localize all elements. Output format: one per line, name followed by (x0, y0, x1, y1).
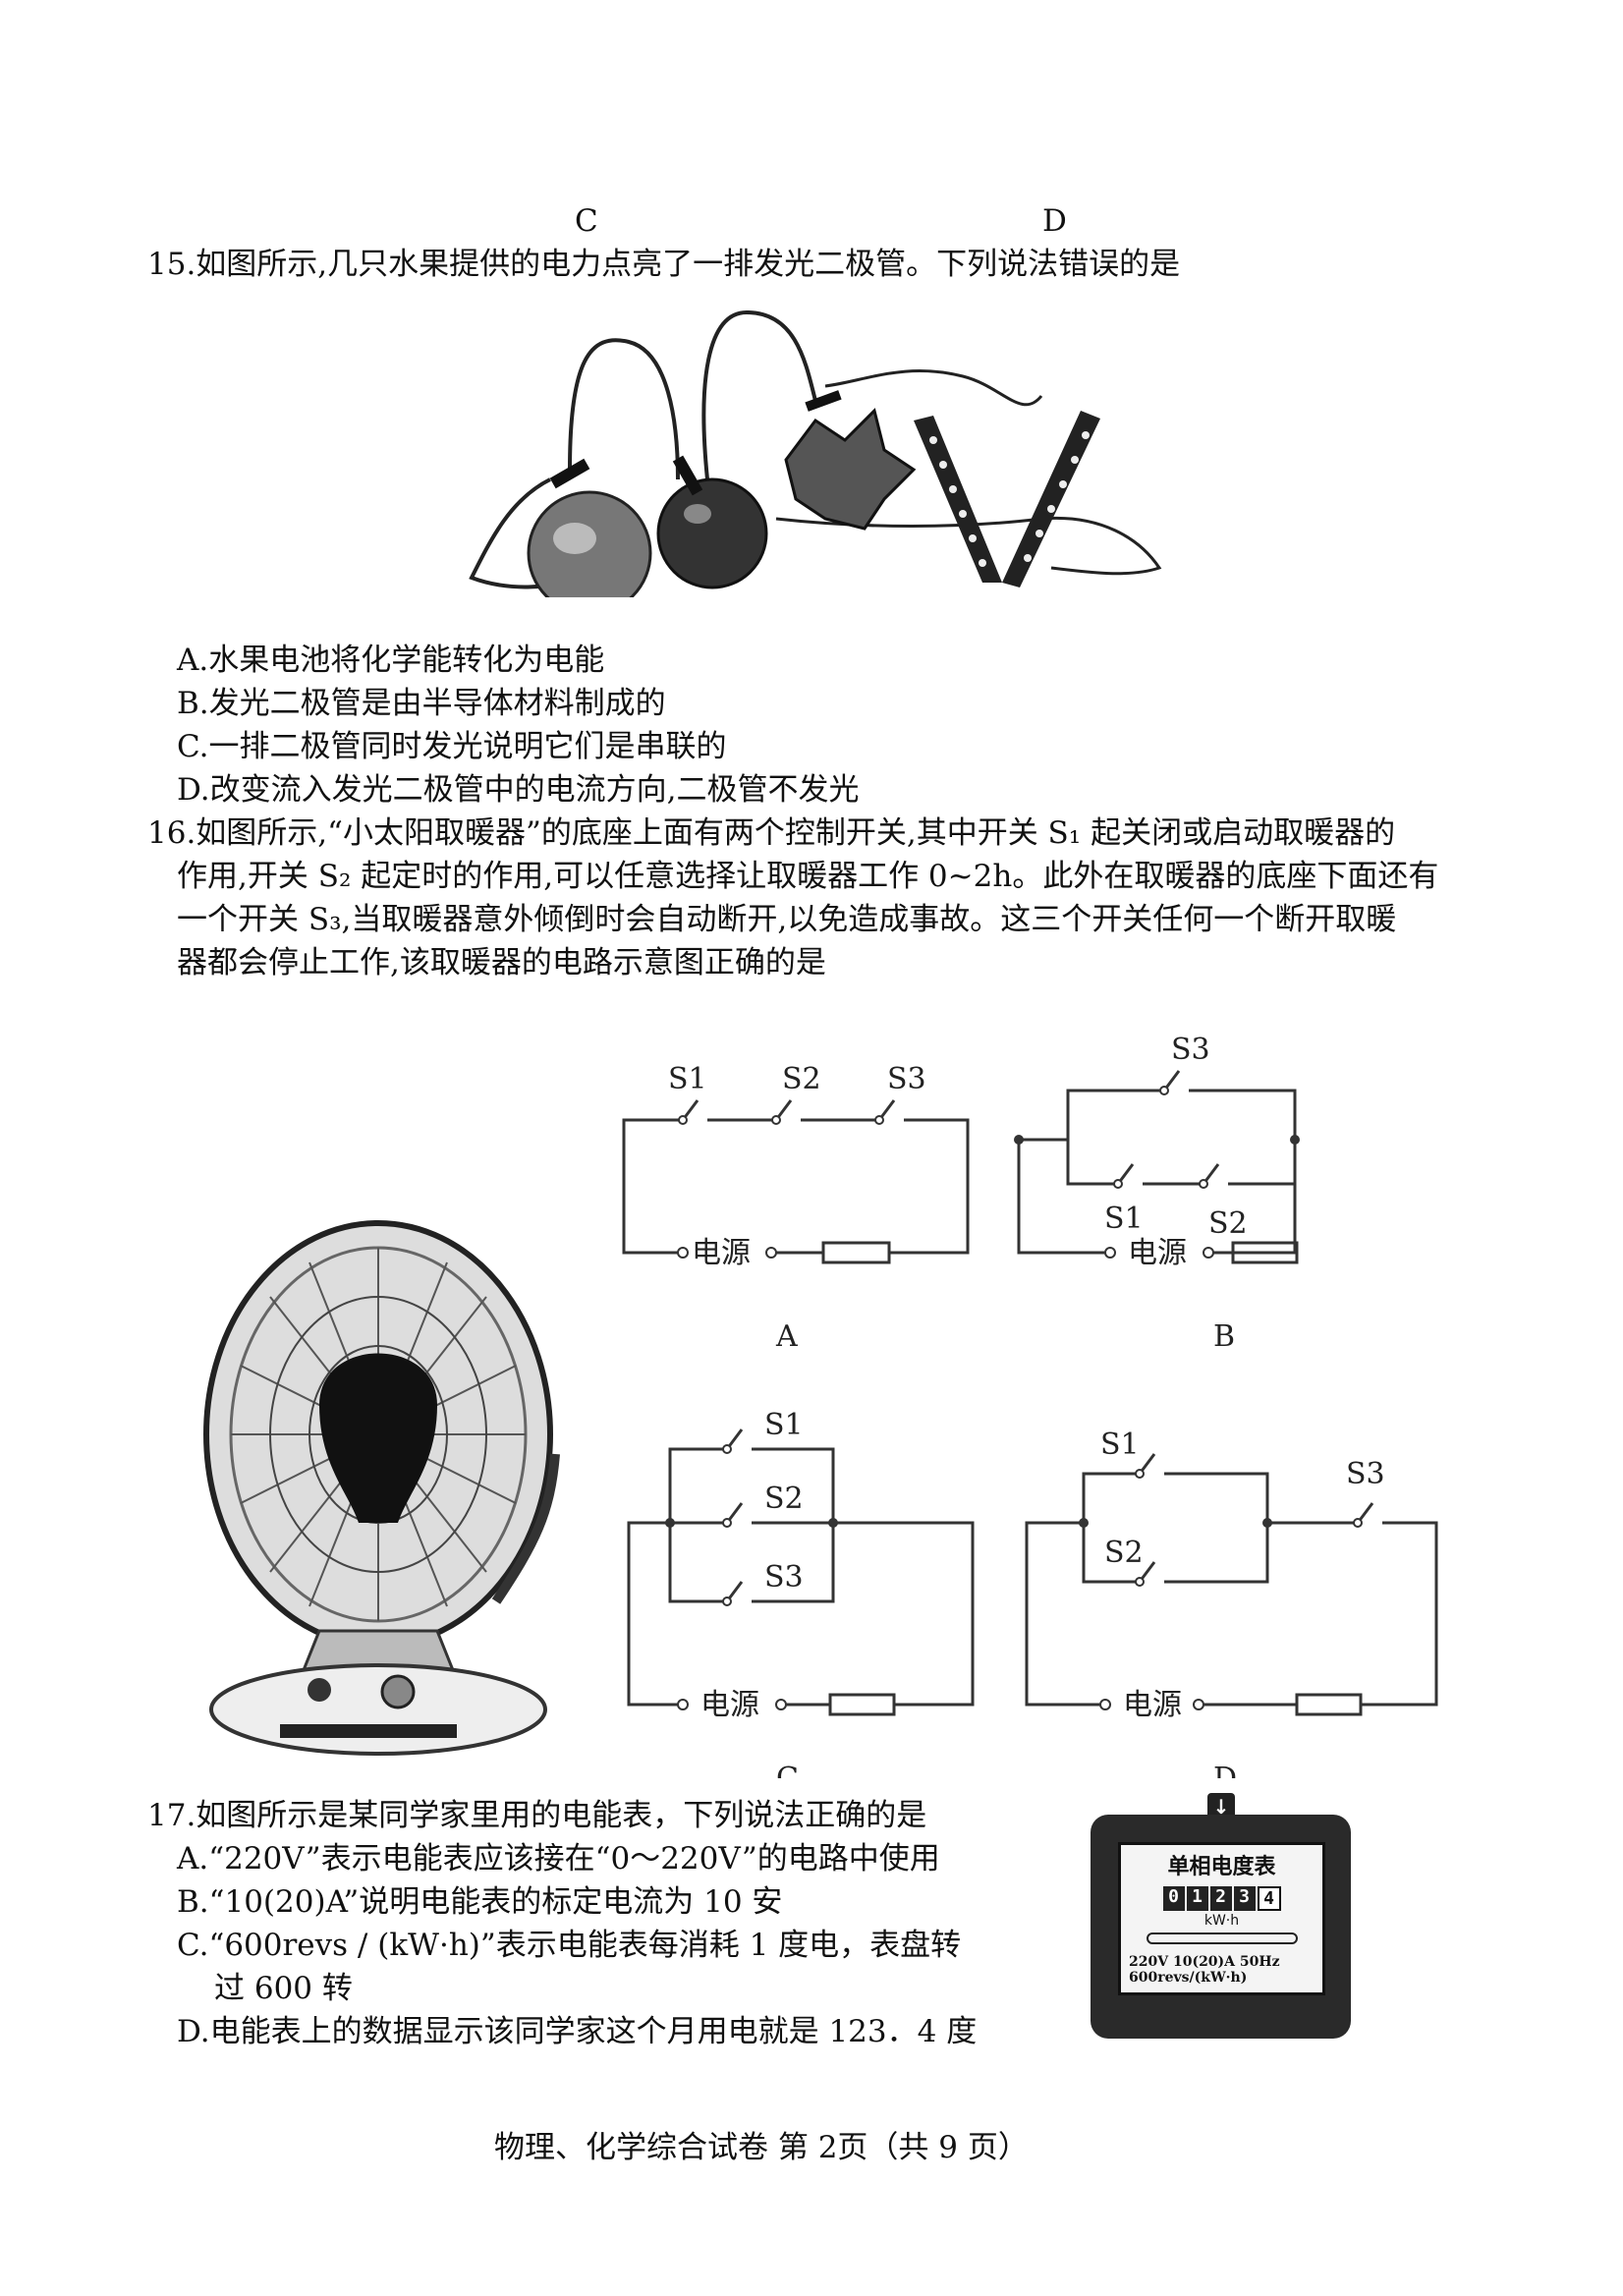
circuit-b-label: B (1213, 1319, 1235, 1354)
meter-digit: 2 (1209, 1886, 1232, 1911)
meter-digit-decimal: 4 (1257, 1886, 1281, 1911)
circuit-d-s2-label: S2 (1104, 1536, 1144, 1570)
prev-option-label-c: C (575, 203, 598, 239)
circuit-c-s2-label: S2 (764, 1482, 804, 1516)
meter-digit: 0 (1162, 1886, 1185, 1911)
meter-revs: 600revs/(kW·h) (1129, 1970, 1248, 1986)
q15-option-d: D.改变流入发光二极管中的电流方向,二极管不发光 (177, 772, 860, 808)
circuit-b-s1-label: S1 (1104, 1202, 1144, 1236)
circuit-d-source-label: 电源 (1123, 1688, 1182, 1722)
q15-option-a: A.水果电池将化学能转化为电能 (177, 643, 605, 678)
electricity-meter: ↓ 单相电度表 0 1 2 3 4 kW·h 220V 10(20)A 50Hz… (1091, 1793, 1351, 2039)
heater-figure (203, 1220, 560, 1756)
q17-option-c-cont: 过 600 转 (214, 1971, 353, 2006)
circuit-diagrams: S1 S2 S3 电源 A S3 S1 S2 电源 B S1 S2 S3 电源 … (622, 1033, 1438, 1778)
meter-face: 单相电度表 0 1 2 3 4 kW·h 220V 10(20)A 50Hz 6… (1118, 1842, 1325, 1995)
circuit-c-s1-label: S1 (764, 1408, 804, 1442)
circuit-d-s3-label: S3 (1346, 1457, 1385, 1491)
q17-option-d: D.电能表上的数据显示该同学家这个月用电就是 123．4 度 (177, 2014, 978, 2049)
circuit-b-s3-label: S3 (1171, 1033, 1210, 1067)
meter-digit-row: 0 1 2 3 4 (1121, 1886, 1322, 1911)
circuit-c-s3-label: S3 (764, 1560, 804, 1595)
q15-stem: 15.如图所示,几只水果提供的电力点亮了一排发光二极管。下列说法错误的是 (147, 247, 1181, 282)
circuit-b-s2-label: S2 (1208, 1206, 1248, 1241)
q15-option-b: B.发光二极管是由半导体材料制成的 (177, 686, 666, 721)
circuit-a-s3-label: S3 (887, 1062, 926, 1096)
meter-body: 单相电度表 0 1 2 3 4 kW·h 220V 10(20)A 50Hz 6… (1091, 1815, 1351, 2039)
meter-digit: 3 (1233, 1886, 1256, 1911)
circuit-d-label: D (1213, 1762, 1237, 1778)
circuit-b-source-label: 电源 (1128, 1236, 1187, 1270)
q15-option-c: C.一排二极管同时发光说明它们是串联的 (177, 729, 727, 764)
meter-spec: 220V 10(20)A 50Hz (1129, 1954, 1280, 1970)
q17-stem: 17.如图所示是某同学家里用的电能表，下列说法正确的是 (147, 1798, 927, 1833)
circuit-a-s2-label: S2 (782, 1062, 821, 1096)
prev-option-label-d: D (1042, 203, 1067, 239)
q17-option-b: B.“10(20)A”说明电能表的标定电流为 10 安 (177, 1884, 783, 1920)
meter-title: 单相电度表 (1167, 1855, 1276, 1879)
q16-line-2: 作用,开关 S₂ 起定时的作用,可以任意选择让取暖器工作 0~2h。此外在取暖器… (177, 859, 1439, 894)
circuit-c-source-label: 电源 (700, 1688, 759, 1722)
meter-unit: kW·h (1203, 1913, 1240, 1929)
circuit-c-label: C (776, 1762, 799, 1778)
meter-rotor (1146, 1932, 1298, 1944)
page-footer: 物理、化学综合试卷 第 2页（共 9 页） (494, 2130, 1029, 2165)
q17-option-a: A.“220V”表示电能表应该接在“0～220V”的电路中使用 (177, 1841, 940, 1876)
fruit-battery-figure (469, 309, 1162, 597)
circuit-a-label: A (775, 1319, 798, 1354)
q16-line-3: 一个开关 S₃,当取暖器意外倾倒时会自动断开,以免造成事故。这三个开关任何一个断… (177, 902, 1397, 937)
q16-line-4: 器都会停止工作,该取暖器的电路示意图正确的是 (177, 945, 826, 980)
q17-option-c: C.“600revs / (kW·h)”表示电能表每消耗 1 度电，表盘转 (177, 1928, 962, 1963)
meter-digit: 1 (1186, 1886, 1208, 1911)
q16-line-1: 16.如图所示,“小太阳取暖器”的底座上面有两个控制开关,其中开关 S₁ 起关闭… (147, 815, 1396, 851)
circuit-a-s1-label: S1 (668, 1062, 707, 1096)
circuit-a-source-label: 电源 (692, 1236, 751, 1270)
circuit-d-s1-label: S1 (1100, 1428, 1140, 1462)
